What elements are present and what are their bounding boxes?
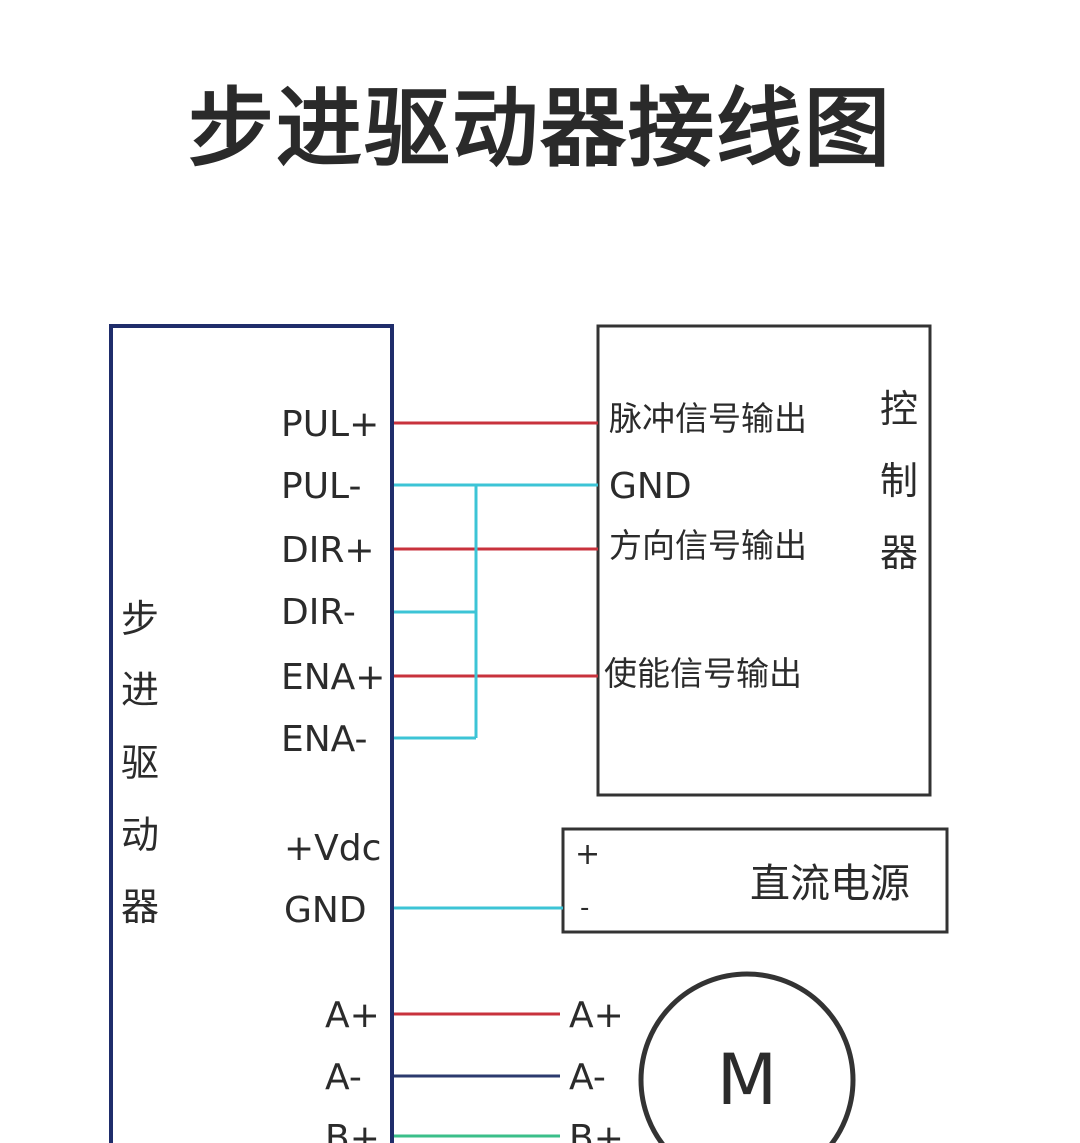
motor-pin-label-a-minus: A- xyxy=(569,1057,606,1098)
driver-name-char: 步 xyxy=(121,597,159,641)
driver-box xyxy=(109,324,394,1143)
driver-name-char: 器 xyxy=(121,885,159,929)
driver-name-char: 驱 xyxy=(121,741,159,785)
controller-direction-output-label: 方向信号输出 xyxy=(609,526,807,565)
pin-label-dir-minus: DIR- xyxy=(281,592,356,633)
controller-name-char: 制 xyxy=(880,459,918,503)
diagram-title: 步进驱动器接线图 xyxy=(188,79,892,179)
pin-label-pul-plus: PUL+ xyxy=(281,404,379,445)
pin-label-ena-minus: ENA- xyxy=(281,719,368,760)
motor-pin-label-a-plus: A+ xyxy=(569,995,624,1036)
power-plus-label: + xyxy=(575,837,600,872)
motor-circle xyxy=(638,971,856,1143)
pin-label-gnd: GND xyxy=(284,890,367,931)
power-supply-name: 直流电源 xyxy=(750,861,910,907)
controller-enable-output-label: 使能信号输出 xyxy=(604,654,802,693)
pin-label-ena-plus: ENA+ xyxy=(281,657,385,698)
power-minus-label: - xyxy=(580,893,589,923)
controller-pulse-output-label: 脉冲信号输出 xyxy=(609,399,807,438)
pin-label-dir-plus: DIR+ xyxy=(281,530,375,571)
pin-label-a-minus: A- xyxy=(325,1057,362,1098)
driver-name-char: 动 xyxy=(121,813,159,857)
controller-gnd-label: GND xyxy=(609,466,692,507)
motor-symbol: M xyxy=(717,1039,777,1121)
motor-pin-label-b-plus: B+ xyxy=(569,1118,624,1143)
controller-name-char: 器 xyxy=(880,531,918,575)
pin-label-pul-minus: PUL- xyxy=(281,466,361,507)
controller-name-char: 控 xyxy=(880,387,918,431)
power-supply-box xyxy=(561,827,949,934)
controller-box xyxy=(596,324,932,797)
pin-label-vdc: +Vdc xyxy=(284,828,381,869)
pin-label-b-plus: B+ xyxy=(325,1118,380,1143)
pin-label-a-plus: A+ xyxy=(325,995,380,1036)
driver-name-char: 进 xyxy=(121,668,159,712)
